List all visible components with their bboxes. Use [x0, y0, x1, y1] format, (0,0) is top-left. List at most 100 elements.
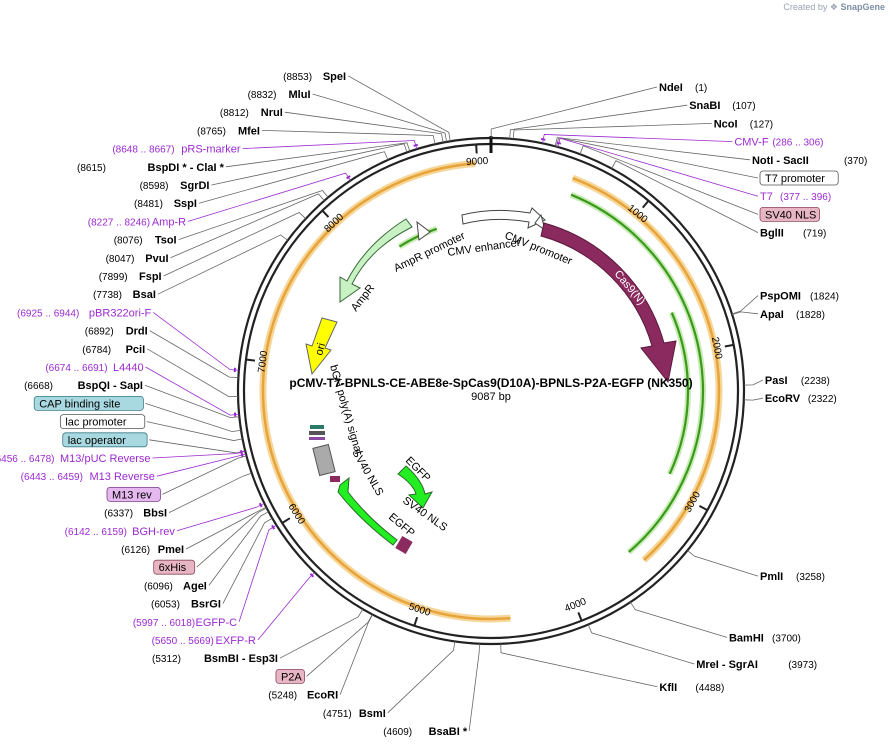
fspi-name[interactable]: FspI: [139, 271, 162, 283]
inner-features: [305, 207, 677, 555]
mlui-name[interactable]: MluI: [289, 89, 311, 101]
pasi-name[interactable]: PasI: [765, 375, 788, 387]
ori-arrow[interactable]: [305, 317, 338, 376]
egfpc-name[interactable]: EGFP-C: [196, 617, 238, 629]
spei-name[interactable]: SpeI: [323, 71, 346, 83]
bspdi-name[interactable]: BspDI * - ClaI *: [148, 162, 225, 174]
tsoi-position: (8076): [114, 236, 143, 247]
nrui-name[interactable]: NruI: [261, 107, 283, 119]
ampr-arrow[interactable]: [339, 218, 413, 303]
pvui-name[interactable]: PvuI: [145, 253, 168, 265]
cas9-arrow[interactable]: [540, 222, 677, 384]
ecori-name[interactable]: EcoRI: [307, 690, 338, 702]
bsai-name[interactable]: BsaI: [133, 289, 156, 301]
egfp-arrow-small[interactable]: [397, 465, 434, 509]
bamhi-name[interactable]: BamHI: [729, 632, 764, 644]
drdi-name[interactable]: DrdI: [126, 326, 148, 338]
site-leader-line: [225, 142, 411, 168]
bbsi-name[interactable]: BbsI: [143, 508, 167, 520]
nrui-position: (8812): [220, 108, 249, 119]
t7prom-box[interactable]: [759, 170, 839, 186]
m13rev-box[interactable]: [106, 486, 161, 502]
primer-mark: [271, 524, 276, 530]
cmv-promoter-arrow[interactable]: [534, 213, 546, 232]
l4440-name[interactable]: L4440: [113, 362, 144, 374]
green-feature-arc[interactable]: [570, 193, 705, 553]
ecorv-position: (2322): [808, 394, 837, 405]
pspomi-name[interactable]: PspOMI: [760, 291, 801, 303]
lacprom-box[interactable]: [59, 414, 146, 430]
m13puc-name[interactable]: M13/pUC Reverse: [60, 453, 150, 465]
noti-name[interactable]: NotI - SacII: [752, 155, 809, 167]
snabi-position: (107): [732, 101, 755, 112]
sspi-name[interactable]: SspI: [174, 198, 197, 210]
bsmbi-name[interactable]: BsmBI - Esp3I: [204, 653, 278, 665]
ncoi-name[interactable]: NcoI: [714, 118, 738, 130]
m13r-name[interactable]: M13 Reverse: [89, 471, 154, 483]
hisx6-box[interactable]: [153, 559, 196, 575]
lacop-box[interactable]: [62, 432, 148, 448]
p2a-label: P2A: [281, 671, 302, 683]
ampr-position: (8227 .. 8246): [88, 217, 150, 228]
sv40nls_top-box[interactable]: [759, 207, 820, 222]
sgrdi-name[interactable]: SgrDI: [180, 180, 209, 192]
green-feature-arc[interactable]: [398, 227, 438, 248]
site-leader-line: [198, 151, 389, 204]
pbr-name[interactable]: pBR322ori-F: [89, 307, 152, 319]
green-feature-arc[interactable]: [668, 312, 690, 475]
bsmbi-position: (5312): [152, 654, 181, 665]
tick-label: 9000: [466, 156, 489, 168]
capsite-box[interactable]: [33, 395, 144, 411]
kfli-name[interactable]: KflI: [659, 682, 677, 694]
box-leader-line: [162, 455, 247, 495]
bspqi-position: (6668): [24, 381, 53, 392]
kfli-position: (4488): [695, 683, 724, 694]
exfpr-name[interactable]: EXFP-R: [216, 635, 256, 647]
pmli-name[interactable]: PmlI: [760, 571, 783, 583]
pmei-name[interactable]: PmeI: [158, 544, 184, 556]
orange-feature-arc[interactable]: [261, 162, 511, 621]
pspomi-position: (1824): [810, 292, 839, 303]
agei-name[interactable]: AgeI: [183, 580, 207, 592]
ampr-promoter-arrow[interactable]: [416, 220, 431, 241]
bgh-polya-box[interactable]: [312, 443, 336, 477]
primer-leader-line: [238, 524, 277, 622]
bsmi-name[interactable]: BsmI: [359, 708, 386, 720]
primer-mark: [258, 502, 263, 508]
site-leader-line: [222, 517, 273, 604]
ndei-name[interactable]: NdeI: [659, 82, 683, 94]
p2a-box[interactable]: [275, 669, 305, 684]
tsoi-name[interactable]: TsoI: [155, 235, 177, 247]
ecorv-name[interactable]: EcoRV: [765, 393, 801, 405]
tick-mark: [321, 209, 330, 218]
ampr-name[interactable]: Amp-R: [152, 216, 186, 228]
site-leader-line: [339, 614, 373, 695]
mfei-name[interactable]: MfeI: [238, 125, 260, 137]
box-leader-line: [146, 421, 243, 441]
site-leader-line: [312, 93, 448, 142]
prs-name[interactable]: pRS-marker: [181, 144, 241, 156]
tick-mark: [698, 504, 708, 512]
cmvf-name[interactable]: CMV-F: [734, 137, 769, 149]
apai-name[interactable]: ApaI: [760, 309, 784, 321]
bspqi-name[interactable]: BspQI - SapI: [78, 380, 143, 392]
bsmi-position: (4751): [323, 709, 352, 720]
bghrev-name[interactable]: BGH-rev: [132, 526, 175, 538]
bglii-name[interactable]: BglII: [760, 228, 784, 240]
m13rev-label: M13 rev: [112, 489, 152, 501]
bsabi-name[interactable]: BsaBI *: [429, 726, 468, 738]
bsrgi-name[interactable]: BsrGI: [191, 599, 221, 611]
t7-name[interactable]: T7: [760, 191, 773, 203]
orange-feature-arc[interactable]: [572, 176, 721, 562]
pcii-name[interactable]: PciI: [126, 344, 146, 356]
noti-position: (370): [844, 156, 867, 167]
cmv-enhancer-arrow[interactable]: [461, 207, 546, 229]
mrei-name[interactable]: MreI - SgrAI: [696, 659, 758, 671]
box-leader-line: [306, 614, 373, 677]
snabi-name[interactable]: SnaBI: [689, 100, 720, 112]
site-leader-line: [512, 123, 712, 140]
site-leader-line: [743, 397, 763, 401]
apai-position: (1828): [796, 310, 825, 321]
egfp-arrow[interactable]: [337, 476, 398, 546]
fspi-position: (7899): [99, 272, 128, 283]
